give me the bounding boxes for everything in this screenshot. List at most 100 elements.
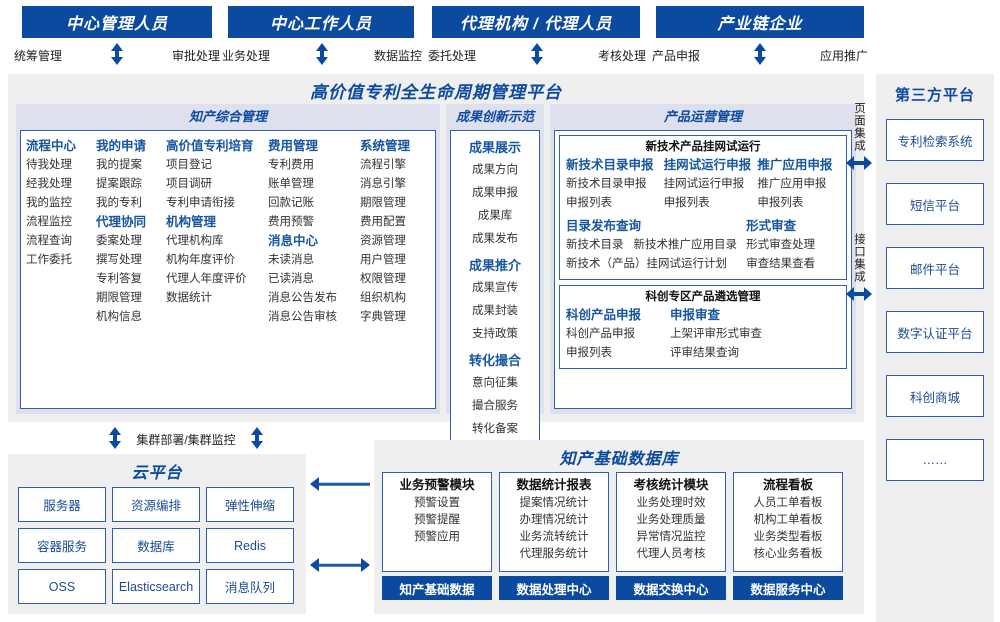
- menu-item[interactable]: 专利申请衔接: [166, 197, 235, 209]
- menu-item[interactable]: 我的专利: [96, 197, 142, 209]
- cloud-item-autoscaling[interactable]: 弹性伸缩: [206, 487, 294, 522]
- menu-item[interactable]: 撮合服务: [472, 400, 518, 412]
- db-column-footer[interactable]: 数据交换中心: [616, 576, 726, 600]
- menu-item[interactable]: 成果宣传: [472, 282, 518, 294]
- menu-heading[interactable]: 科创产品申报: [566, 308, 642, 322]
- menu-heading[interactable]: 申报审查: [670, 308, 721, 322]
- third-party-item-more[interactable]: ……: [886, 439, 984, 481]
- db-column-item[interactable]: 机构工单看板: [753, 514, 823, 526]
- cloud-item-oss[interactable]: OSS: [18, 569, 106, 604]
- menu-item[interactable]: 未读消息: [268, 254, 314, 266]
- menu-heading[interactable]: 代理协同: [96, 215, 147, 229]
- menu-item[interactable]: 费用配置: [360, 216, 406, 228]
- menu-item[interactable]: 代理人年度评价: [166, 273, 247, 285]
- menu-item[interactable]: 提案跟踪: [96, 178, 142, 190]
- menu-item[interactable]: 消息公告审核: [268, 311, 337, 323]
- menu-heading[interactable]: 挂网试运行申报: [663, 158, 752, 172]
- menu-item[interactable]: 评审结果查询: [670, 347, 739, 359]
- menu-item[interactable]: 待我处理: [26, 159, 72, 171]
- menu-item[interactable]: 委案处理: [96, 235, 142, 247]
- menu-item[interactable]: 上架评审形式审查: [670, 328, 762, 340]
- menu-item[interactable]: 成果方向: [472, 164, 518, 176]
- menu-heading[interactable]: 推广应用申报: [757, 158, 833, 172]
- menu-item[interactable]: 新技术推广应用目录: [633, 239, 738, 251]
- menu-heading[interactable]: 机构管理: [166, 215, 217, 229]
- menu-item[interactable]: 支持政策: [472, 328, 518, 340]
- menu-item[interactable]: 成果申报: [472, 187, 518, 199]
- db-column-item[interactable]: 代理人员考核: [636, 548, 706, 560]
- menu-item[interactable]: 我的监控: [26, 197, 72, 209]
- menu-item[interactable]: 专利答复: [96, 273, 142, 285]
- third-party-item-email[interactable]: 邮件平台: [886, 247, 984, 289]
- menu-item[interactable]: 挂网试运行申报: [663, 178, 745, 190]
- db-column-item[interactable]: 异常情况监控: [636, 531, 706, 543]
- menu-heading[interactable]: 我的申请: [96, 139, 147, 153]
- menu-item[interactable]: 推广应用申报: [757, 178, 827, 190]
- menu-item[interactable]: 流程查询: [26, 235, 72, 247]
- menu-heading[interactable]: 高价值专利培育: [166, 139, 254, 153]
- menu-item[interactable]: 消息引擎: [360, 178, 406, 190]
- menu-item[interactable]: 专利费用: [268, 159, 314, 171]
- role-header-1[interactable]: 中心工作人员: [228, 6, 414, 38]
- menu-item[interactable]: 意向征集: [472, 377, 518, 389]
- menu-item[interactable]: 新技术目录申报: [566, 178, 647, 190]
- menu-item[interactable]: 资源管理: [360, 235, 406, 247]
- menu-item[interactable]: 流程引擎: [360, 159, 406, 171]
- menu-item[interactable]: 费用预警: [268, 216, 314, 228]
- db-column-item[interactable]: 业务流转统计: [519, 531, 589, 543]
- menu-item[interactable]: 申报列表: [663, 197, 710, 209]
- cloud-item-orchestration[interactable]: 资源编排: [112, 487, 200, 522]
- menu-item[interactable]: 科创产品申报: [566, 328, 635, 340]
- menu-heading[interactable]: 系统管理: [360, 139, 411, 153]
- db-column-footer[interactable]: 知产基础数据: [382, 576, 492, 600]
- third-party-item-sms[interactable]: 短信平台: [886, 183, 984, 225]
- menu-item[interactable]: 用户管理: [360, 254, 406, 266]
- db-column-footer[interactable]: 数据处理中心: [499, 576, 609, 600]
- menu-item[interactable]: 新技术目录: [566, 239, 624, 251]
- menu-item[interactable]: 申报列表: [757, 197, 804, 209]
- cloud-item-elasticsearch[interactable]: Elasticsearch: [112, 569, 200, 604]
- menu-item[interactable]: 账单管理: [268, 178, 314, 190]
- menu-item[interactable]: 申报列表: [566, 347, 612, 359]
- menu-item[interactable]: 消息公告发布: [268, 292, 337, 304]
- menu-item[interactable]: 项目登记: [166, 159, 212, 171]
- menu-item[interactable]: 申报列表: [566, 197, 612, 209]
- menu-item[interactable]: 组织机构: [360, 292, 406, 304]
- db-column-item[interactable]: 预警应用: [414, 531, 460, 543]
- cloud-item-server[interactable]: 服务器: [18, 487, 106, 522]
- role-header-3[interactable]: 产业链企业: [656, 6, 864, 38]
- db-column-footer[interactable]: 数据服务中心: [733, 576, 843, 600]
- menu-heading[interactable]: 费用管理: [268, 139, 319, 153]
- menu-item[interactable]: 字典管理: [360, 311, 406, 323]
- menu-item[interactable]: 我的提案: [96, 159, 142, 171]
- menu-item[interactable]: 成果封装: [472, 305, 518, 317]
- menu-heading[interactable]: 流程中心: [26, 139, 77, 153]
- menu-item[interactable]: 成果发布: [472, 233, 518, 245]
- menu-item[interactable]: 回款记账: [268, 197, 314, 209]
- menu-item[interactable]: 已读消息: [268, 273, 314, 285]
- cloud-item-mq[interactable]: 消息队列: [206, 569, 294, 604]
- cloud-item-container[interactable]: 容器服务: [18, 528, 106, 563]
- cloud-item-redis[interactable]: Redis: [206, 528, 294, 563]
- menu-heading[interactable]: 目录发布查询: [566, 219, 642, 233]
- menu-heading[interactable]: 转化撮合: [468, 353, 521, 368]
- menu-item[interactable]: 经我处理: [26, 178, 72, 190]
- db-column-item[interactable]: 办理情况统计: [519, 514, 589, 526]
- menu-item[interactable]: 形式审查处理: [746, 239, 816, 251]
- db-column-item[interactable]: 业务处理时效: [636, 497, 706, 509]
- menu-heading[interactable]: 成果推介: [468, 258, 521, 273]
- third-party-item-kechuang-mall[interactable]: 科创商城: [886, 375, 984, 417]
- menu-item[interactable]: 数据统计: [166, 292, 212, 304]
- menu-item[interactable]: 转化备案: [472, 423, 518, 435]
- third-party-item-digital-cert[interactable]: 数字认证平台: [886, 311, 984, 353]
- menu-item[interactable]: 期限管理: [96, 292, 142, 304]
- third-party-item-patent-search[interactable]: 专利检索系统: [886, 119, 984, 161]
- menu-heading[interactable]: 消息中心: [268, 234, 319, 248]
- menu-item[interactable]: 代理机构库: [166, 235, 224, 247]
- menu-heading[interactable]: 形式审查: [746, 219, 797, 233]
- menu-item[interactable]: 工作委托: [26, 254, 72, 266]
- menu-item[interactable]: 撰写处理: [96, 254, 142, 266]
- db-column-item[interactable]: 提案情况统计: [519, 497, 589, 509]
- menu-item[interactable]: 审查结果查看: [746, 258, 816, 270]
- menu-item[interactable]: 期限管理: [360, 197, 406, 209]
